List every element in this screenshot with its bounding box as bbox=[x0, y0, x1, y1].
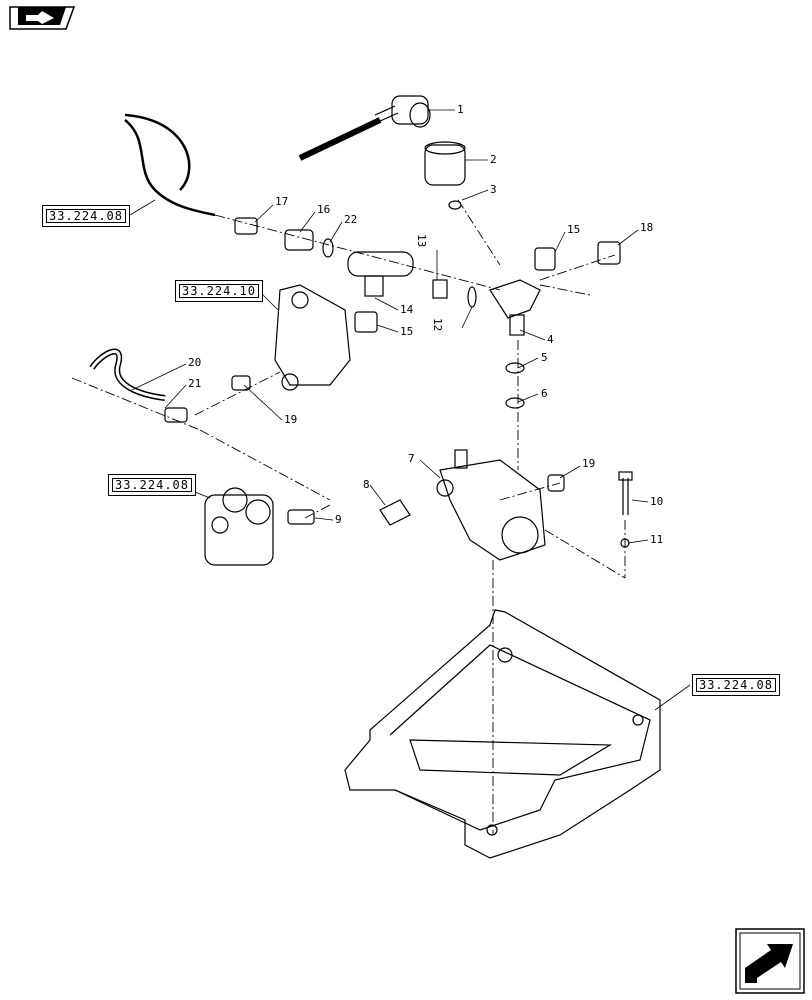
callout-5: 5 bbox=[541, 351, 548, 364]
callout-10: 10 bbox=[650, 495, 664, 508]
reference-33-224-08-frame[interactable]: 33.224.08 bbox=[692, 674, 780, 696]
reference-33-224-08-valve-assembly[interactable]: 33.224.08 bbox=[108, 474, 196, 496]
callout-14: 14 bbox=[400, 303, 414, 316]
callout-18: 18 bbox=[640, 221, 654, 234]
callout-7: 7 bbox=[408, 452, 415, 465]
callout-4: 4 bbox=[547, 333, 554, 346]
callout-13: 13 bbox=[415, 234, 428, 248]
callout-6: 6 bbox=[541, 387, 548, 400]
callout-15-lower: 15 bbox=[400, 325, 414, 338]
next-page-arrow-icon[interactable] bbox=[735, 928, 805, 994]
callout-12: 12 bbox=[431, 318, 444, 332]
callout-20: 20 bbox=[188, 356, 202, 369]
callout-3: 3 bbox=[490, 183, 497, 196]
callout-21: 21 bbox=[188, 377, 202, 390]
callout-19-right: 19 bbox=[582, 457, 596, 470]
callout-8: 8 bbox=[363, 478, 370, 491]
reference-33-224-08-hose[interactable]: 33.224.08 bbox=[42, 205, 130, 227]
callout-19-left: 19 bbox=[284, 413, 298, 426]
callout-1: 1 bbox=[457, 103, 464, 116]
page-navigation-icon[interactable] bbox=[8, 5, 76, 31]
callout-9: 9 bbox=[335, 513, 342, 526]
callout-22: 22 bbox=[344, 213, 358, 226]
callout-15-upper: 15 bbox=[567, 223, 581, 236]
callout-16: 16 bbox=[317, 203, 331, 216]
callout-11: 11 bbox=[650, 533, 664, 546]
callout-17: 17 bbox=[275, 195, 289, 208]
callout-2: 2 bbox=[490, 153, 497, 166]
reference-33-224-10-valve[interactable]: 33.224.10 bbox=[175, 280, 263, 302]
